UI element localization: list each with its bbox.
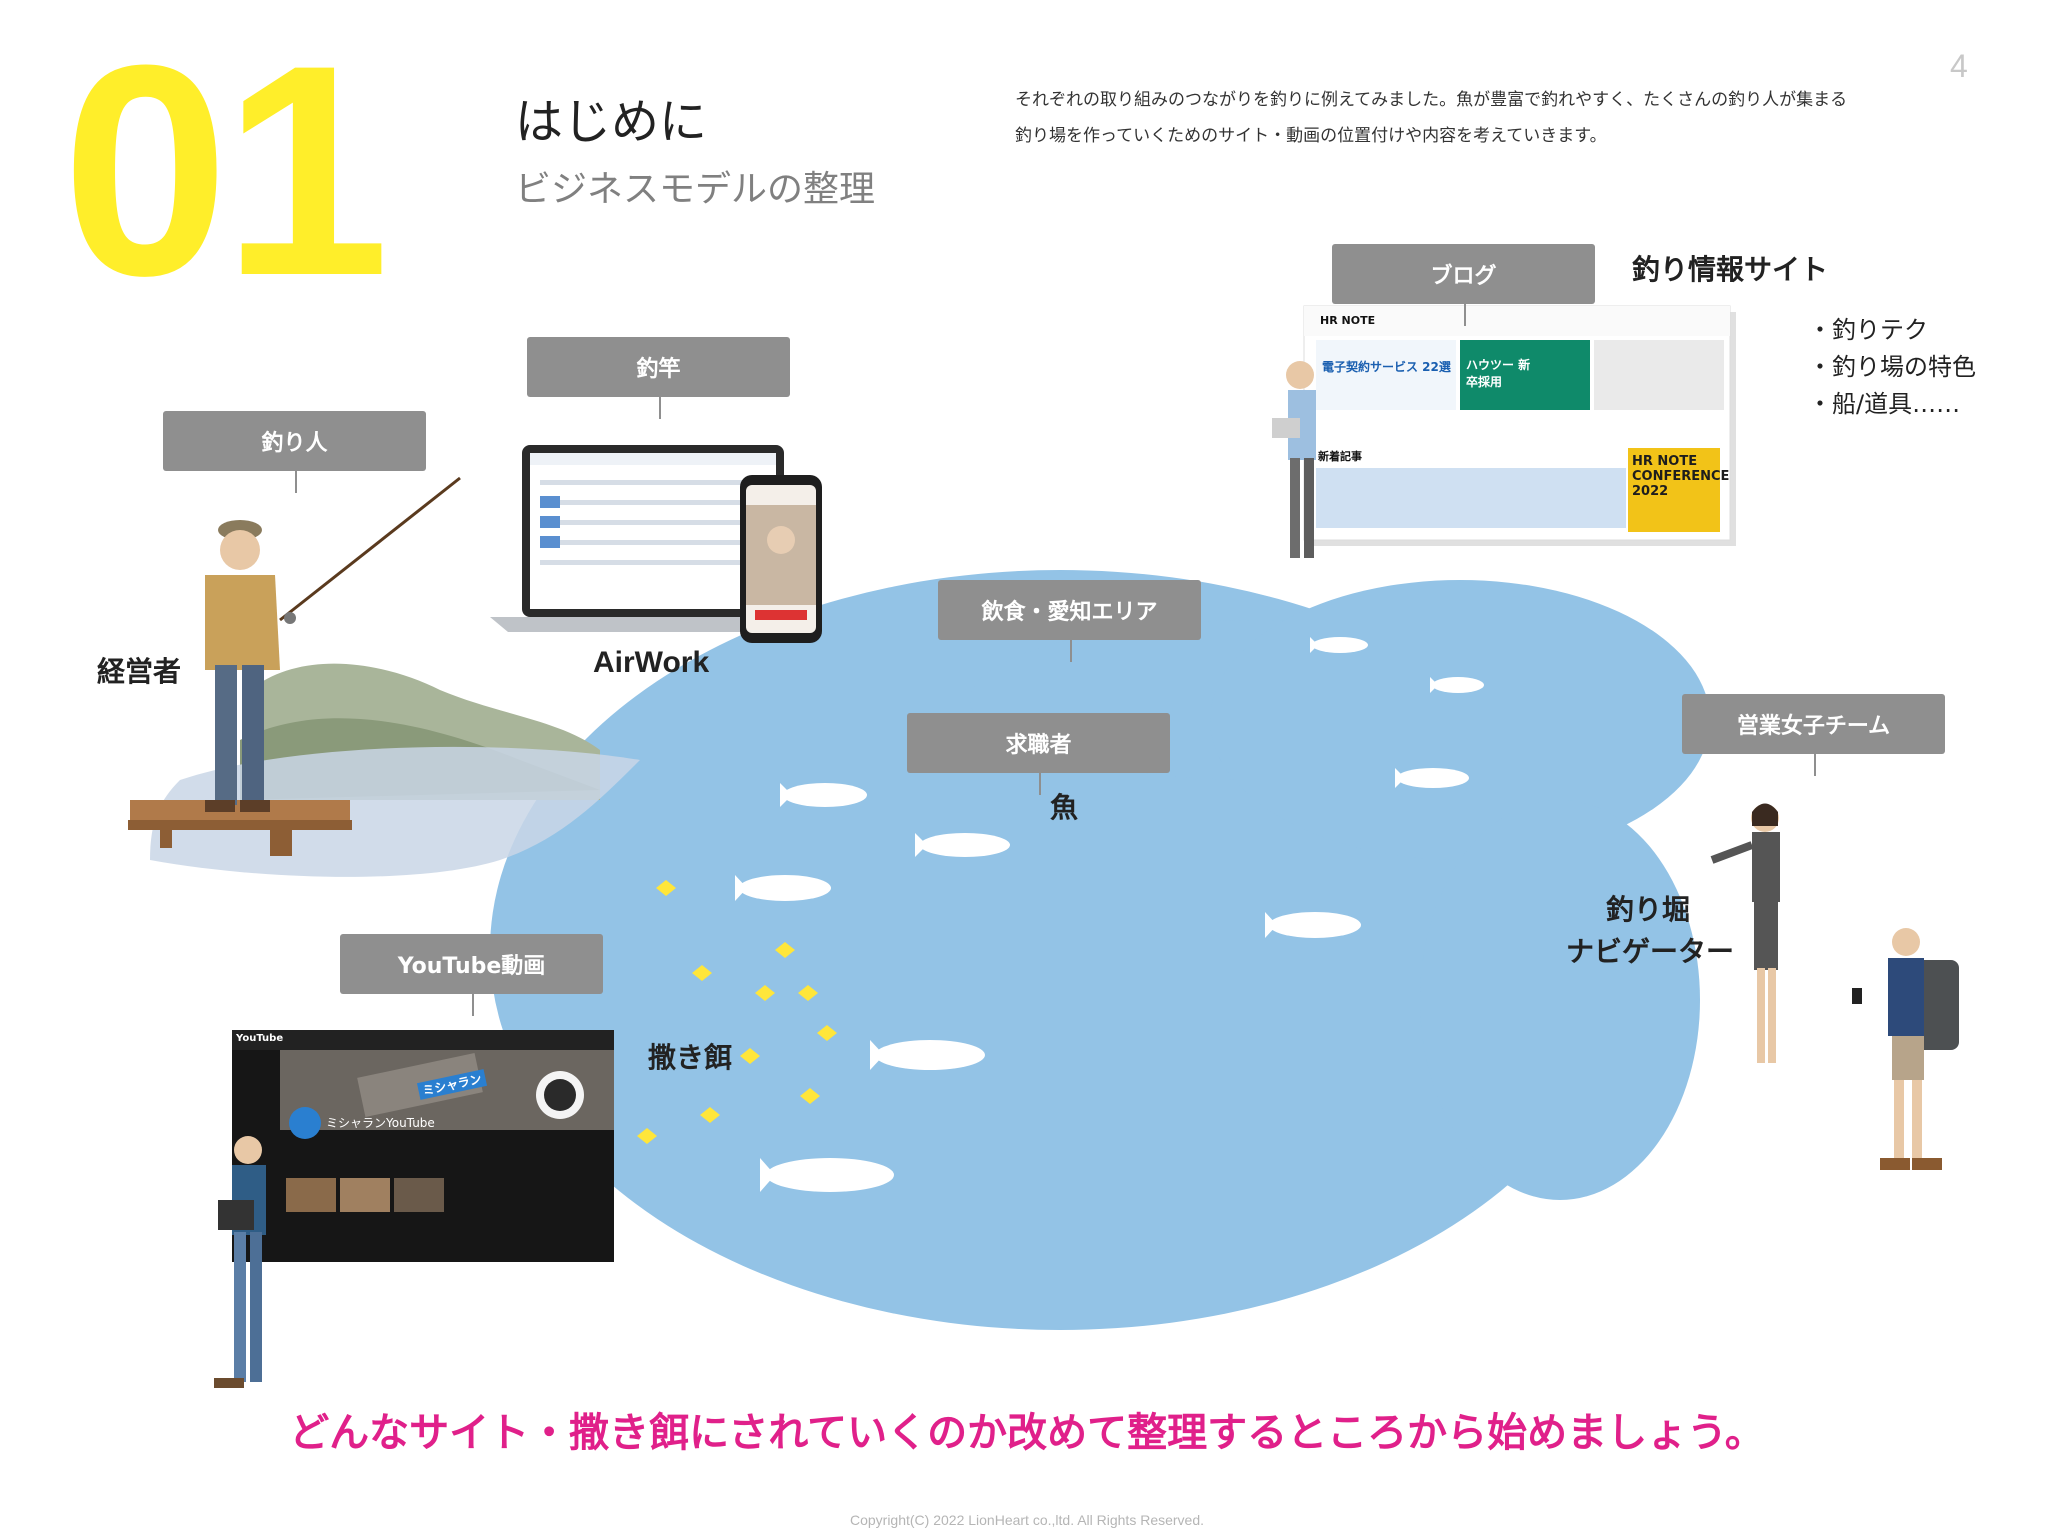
page-number: 4 [1950, 48, 1968, 84]
site-topics-list: ・釣りテク ・釣り場の特色 ・船/道具…… [1808, 312, 1976, 423]
label-manager: 経営者 [97, 655, 182, 688]
label-fish: 魚 [1050, 791, 1079, 824]
fish-icon [1430, 677, 1484, 693]
pond [490, 570, 1710, 1330]
section-number: 01 [62, 2, 390, 338]
callout-jobseeker: 求職者 [907, 713, 1170, 795]
fish-icon [870, 1040, 985, 1070]
fish-icon [760, 1158, 894, 1192]
blog-banner-1: 電子契約サービス 22選 [1322, 360, 1451, 374]
youtube-logo: YouTube [236, 1033, 284, 1044]
youtube-man-figure [214, 1136, 266, 1388]
label-bait: 撒き餌 [648, 1041, 733, 1074]
backpacker-figure [1852, 928, 1959, 1170]
businesswoman-figure [1710, 803, 1780, 1063]
fish-icon [780, 783, 867, 807]
blog-section-title: 新着記事 [1318, 450, 1362, 463]
youtube-screenshot [232, 1030, 614, 1262]
angler-scene [128, 476, 640, 877]
blog-screenshot [1303, 305, 1736, 546]
label-fishing-site: 釣り情報サイト [1632, 253, 1829, 286]
intro-line-2: 釣り場を作っていくためのサイト・動画の位置付けや内容を考えていきます。 [1015, 126, 1607, 146]
label-airwork: AirWork [593, 646, 710, 679]
page-title: はじめに [515, 94, 708, 150]
fish-group [735, 637, 1484, 1192]
call-to-action: どんなサイト・撒き餌にされていくのか改めて整理するところから始めましょう。 [289, 1410, 1765, 1456]
blog-conference-banner: HR NOTE CONFERENCE 2022 [1632, 454, 1730, 499]
intro-text: それぞれの取り組みのつながりを釣りに例えてみました。魚が豊富で釣れやすく、たくさ… [1015, 82, 1965, 154]
fish-icon [1310, 637, 1368, 653]
label-navigator-line1: 釣り堀 [1606, 893, 1691, 926]
callout-rod: 釣竿 [527, 337, 790, 419]
fish-icon [1265, 912, 1361, 938]
youtube-channel-name: ミシャランYouTube [326, 1116, 435, 1130]
callout-blog: ブログ [1332, 244, 1595, 326]
callout-angler: 釣り人 [163, 411, 426, 493]
callout-area: 飲食・愛知エリア [938, 580, 1201, 662]
fish-icon [735, 875, 831, 901]
blog-banner-2: ハウツー 新卒採用 [1466, 358, 1531, 389]
blog-logo: HR NOTE [1320, 314, 1376, 327]
site-topic-item: ・釣り場の特色 [1808, 353, 1976, 381]
airwork-devices [490, 445, 822, 643]
callout-youtube: YouTube動画 [340, 934, 603, 1016]
blog-man-figure [1272, 361, 1316, 558]
fish-icon [1395, 768, 1469, 788]
page-subtitle: ビジネスモデルの整理 [515, 169, 876, 210]
site-topic-item: ・船/道具…… [1808, 390, 1961, 418]
copyright-footer: Copyright(C) 2022 LionHeart co.,ltd. All… [849, 1512, 1205, 1528]
site-topic-item: ・釣りテク [1808, 316, 1928, 344]
bait-group [637, 880, 837, 1144]
intro-line-1: それぞれの取り組みのつながりを釣りに例えてみました。魚が豊富で釣れやすく、たくさ… [1015, 90, 1848, 110]
callout-sales-team: 営業女子チーム [1682, 694, 1945, 776]
fish-icon [915, 833, 1010, 857]
label-navigator-line2: ナビゲーター [1566, 935, 1735, 968]
